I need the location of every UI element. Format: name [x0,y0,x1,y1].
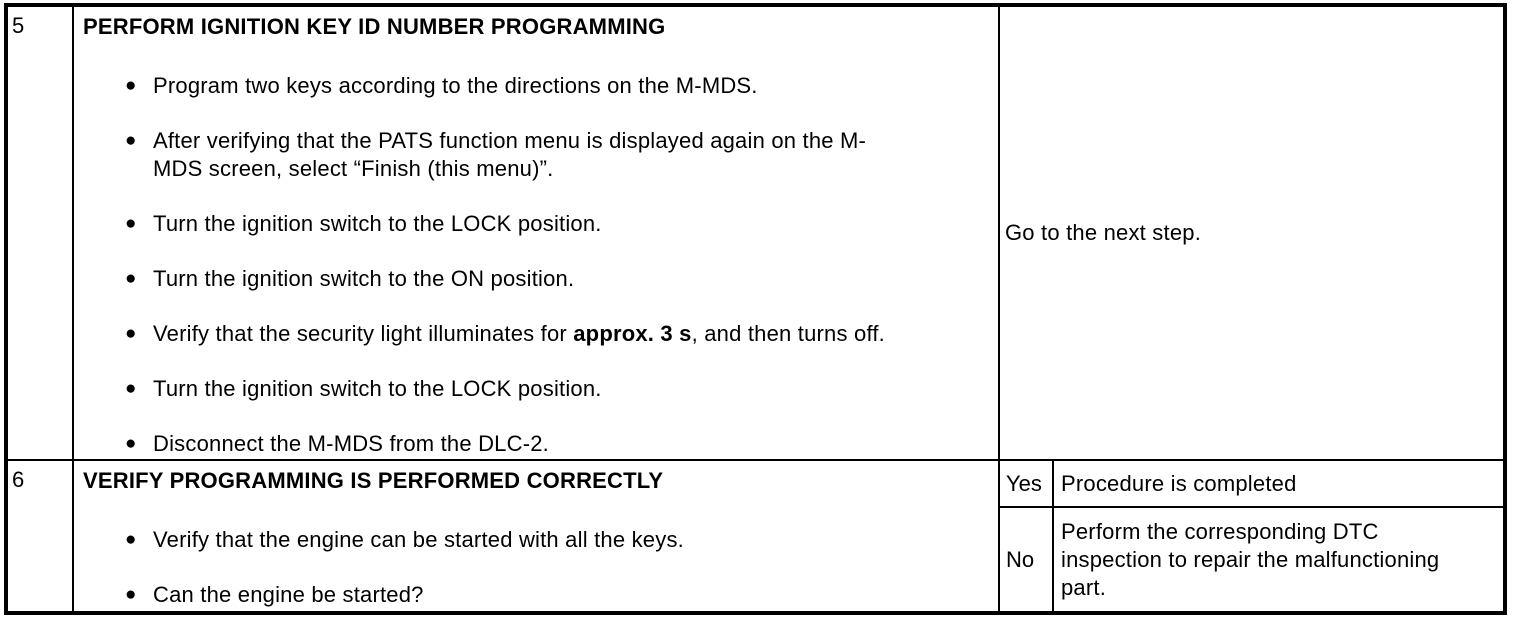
step-title: PERFORM IGNITION KEY ID NUMBER PROGRAMMI… [83,14,666,39]
action-description: Perform the corresponding DTC inspection… [1061,518,1440,600]
bullet-icon: ● [125,584,137,605]
step-title: VERIFY PROGRAMMING IS PERFORMED CORRECTL… [83,468,664,493]
action-description: Procedure is completed [1061,470,1297,496]
instruction-text: After verifying that the PATS function m… [153,128,867,181]
answer-no: No [1006,546,1035,572]
table-row-step-6: 6 VERIFY PROGRAMMING IS PERFORMED CORREC… [8,461,1503,611]
bullet-icon: ● [125,268,137,289]
list-item: ● Turn the ignition switch to the LOCK p… [83,210,998,238]
step-number-cell: 6 [8,461,74,611]
action-description-cell: Procedure is completed [1054,461,1503,506]
troubleshooting-table: 5 PERFORM IGNITION KEY ID NUMBER PROGRAM… [4,3,1507,615]
list-item: ● Turn the ignition switch to the ON pos… [83,265,998,293]
instruction-text: Turn the ignition switch to the LOCK pos… [153,376,602,401]
instruction-text: Can the engine be started? [153,582,424,607]
list-item: ● Verify that the engine can be started … [83,526,998,554]
result-subrow-yes: Yes Procedure is completed [1000,461,1503,508]
list-item: ● Disconnect the M-MDS from the DLC-2. [83,430,998,458]
list-item: ● After verifying that the PATS function… [83,127,998,183]
instruction-list: ● Program two keys according to the dire… [83,72,998,458]
action-cell: VERIFY PROGRAMMING IS PERFORMED CORRECTL… [74,461,1000,611]
answer-cell: No [1000,508,1054,611]
instruction-text: Program two keys according to the direct… [153,73,758,98]
instruction-text: Disconnect the M-MDS from the DLC-2. [153,431,549,456]
instruction-text: Turn the ignition switch to the ON posit… [153,266,575,291]
instruction-text: Turn the ignition switch to the LOCK pos… [153,211,602,236]
bullet-icon: ● [125,378,137,399]
list-item: ● Can the engine be started? [83,581,998,609]
instruction-text-bold: approx. 3 s [573,321,692,346]
bullet-icon: ● [125,130,137,151]
answer-yes: Yes [1006,470,1042,496]
instruction-text: Verify that the security light illuminat… [153,320,885,348]
action-cell: PERFORM IGNITION KEY ID NUMBER PROGRAMMI… [74,7,1000,459]
instruction-text: Verify that the engine can be started wi… [153,527,684,552]
instruction-list: ● Verify that the engine can be started … [83,526,998,609]
table-row-step-5: 5 PERFORM IGNITION KEY ID NUMBER PROGRAM… [8,7,1503,461]
step-number: 6 [12,467,25,492]
result-cell: Go to the next step. [1000,7,1503,459]
list-item: ● Turn the ignition switch to the LOCK p… [83,375,998,403]
instruction-text-part: , and then turns off. [691,321,885,346]
result-text: Go to the next step. [1005,220,1202,245]
bullet-icon: ● [125,213,137,234]
instruction-text-part: Verify that the security light illuminat… [153,321,574,346]
result-subrow-no: No Perform the corresponding DTC inspect… [1000,508,1503,611]
bullet-icon: ● [125,529,137,550]
bullet-icon: ● [125,433,137,454]
bullet-icon: ● [125,75,137,96]
list-item: ● Verify that the security light illumin… [83,320,998,348]
result-cell: Yes Procedure is completed No Perform th… [1000,461,1503,611]
step-number-cell: 5 [8,7,74,459]
answer-cell: Yes [1000,461,1054,506]
list-item: ● Program two keys according to the dire… [83,72,998,100]
bullet-icon: ● [125,323,137,344]
step-number: 5 [12,13,25,38]
action-description-cell: Perform the corresponding DTC inspection… [1054,508,1503,611]
